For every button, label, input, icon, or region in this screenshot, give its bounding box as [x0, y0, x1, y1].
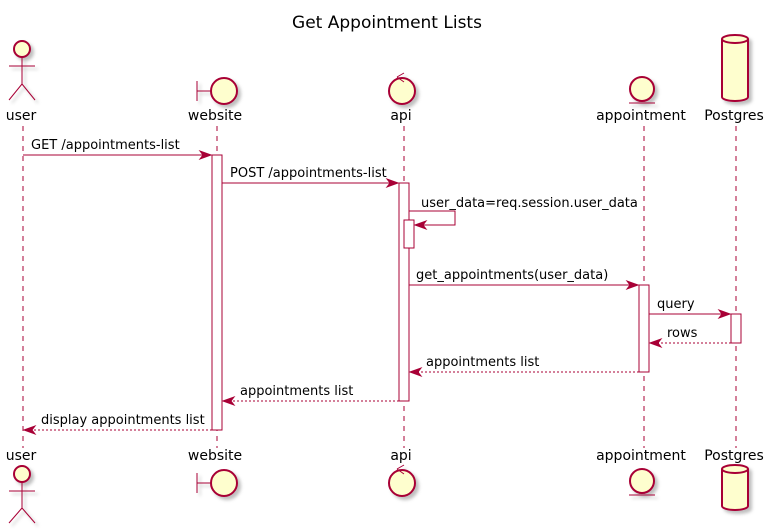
participant-label-user-bottom: user: [6, 448, 37, 464]
participant-label-postgres: Postgres: [704, 108, 764, 124]
messages: GET /appointments-list POST /appointment…: [22, 138, 732, 436]
arrowhead: [625, 279, 640, 291]
arrowhead: [408, 366, 423, 378]
message-label: query: [657, 297, 695, 312]
message-label: POST /appointments-list: [230, 166, 387, 181]
activation-postgres: [730, 313, 742, 344]
activation-appointment: [638, 284, 650, 373]
message-label: get_appointments(user_data): [416, 268, 608, 283]
diagram-title: Get Appointment Lists: [292, 13, 482, 33]
participants-top: user website api appointment Postgres: [6, 34, 764, 124]
entity-icon: [629, 468, 655, 496]
actor-icon: [8, 40, 36, 101]
participant-label-user: user: [6, 108, 37, 124]
arrowhead: [22, 424, 37, 436]
message-label: appointments list: [240, 384, 353, 399]
control-icon: [388, 464, 416, 497]
participant-label-appointment: appointment: [596, 108, 686, 124]
control-icon: [388, 72, 416, 105]
participant-label-api: api: [390, 108, 411, 124]
participant-label-website-bottom: website: [188, 448, 242, 464]
participant-label-postgres-bottom: Postgres: [704, 448, 764, 464]
arrowhead: [717, 308, 732, 320]
participants-bottom: user website api appointment Postgres: [6, 448, 764, 524]
database-icon: [721, 34, 749, 102]
arrowhead: [648, 337, 663, 349]
participant-label-api-bottom: api: [390, 448, 411, 464]
message-arrow: [409, 210, 456, 226]
message-label: user_data=req.session.user_data: [421, 196, 638, 211]
message-label: appointments list: [426, 355, 539, 370]
participant-label-appointment-bottom: appointment: [596, 448, 686, 464]
arrowhead: [385, 177, 400, 189]
arrowhead: [413, 219, 428, 231]
message-label: GET /appointments-list: [31, 138, 180, 153]
activation-api-self: [403, 219, 415, 249]
database-icon: [721, 464, 749, 511]
participant-label-website: website: [188, 108, 242, 124]
actor-icon: [8, 465, 36, 524]
activation-api: [398, 182, 410, 402]
message-label: display appointments list: [41, 413, 205, 428]
arrowhead: [198, 149, 213, 161]
message-label: rows: [667, 326, 698, 341]
activation-website: [211, 154, 223, 431]
boundary-icon: [196, 469, 238, 497]
entity-icon: [629, 76, 655, 104]
boundary-icon: [196, 77, 238, 105]
activations: [211, 154, 742, 431]
arrowhead: [221, 395, 236, 407]
